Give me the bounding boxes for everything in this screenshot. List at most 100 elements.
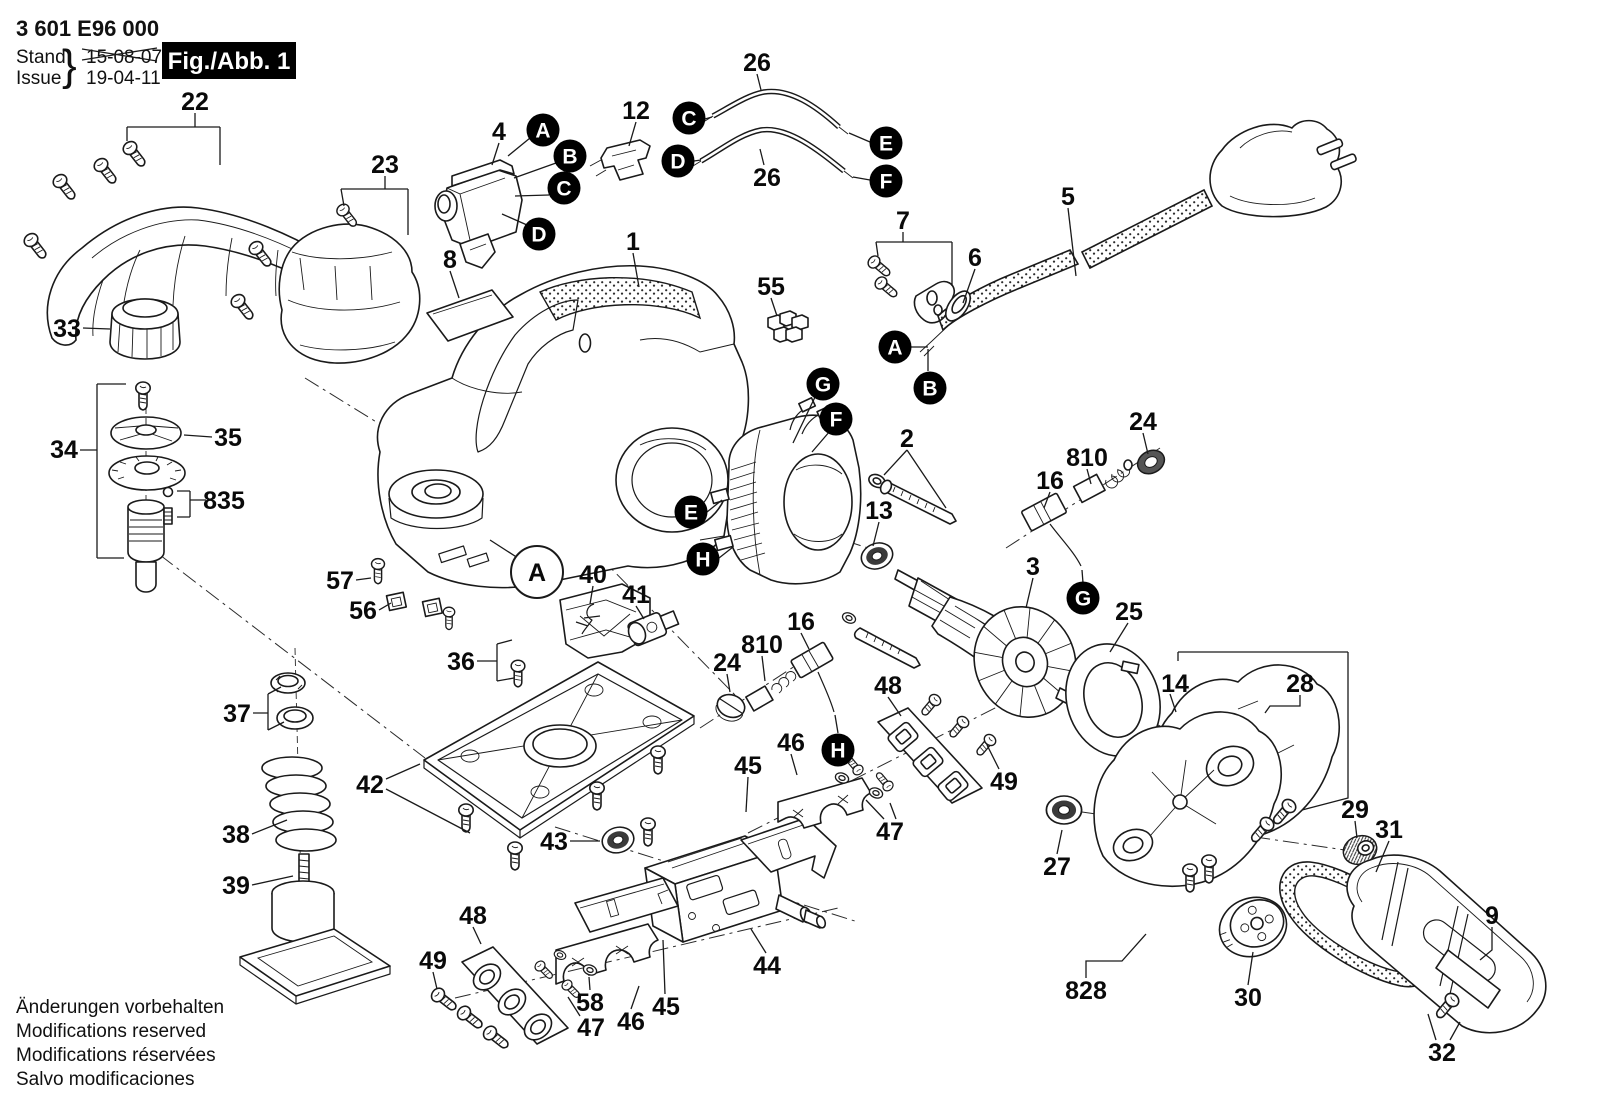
part-label-16-18: 16 xyxy=(1036,467,1064,495)
svg-text:F: F xyxy=(880,171,893,194)
part-55-terminal xyxy=(767,310,809,343)
part-stator xyxy=(709,396,862,585)
part-label-46-48: 46 xyxy=(617,1008,645,1036)
issue-label: Issue xyxy=(16,68,61,89)
part-label-835-15: 835 xyxy=(203,487,245,515)
footer-line-fr: Modifications réservées xyxy=(16,1045,216,1066)
svg-text:C: C xyxy=(556,178,571,201)
part-56-nut xyxy=(385,591,444,618)
part-25-air-guide xyxy=(1065,643,1161,757)
part-40-spring-clip xyxy=(575,603,601,635)
parts-drawing xyxy=(20,88,1547,1054)
part-label-828-51: 828 xyxy=(1065,977,1107,1005)
part-label-43-42: 43 xyxy=(540,828,568,856)
part-49-screw xyxy=(945,713,972,741)
svg-text:D: D xyxy=(670,151,685,174)
part-label-58-46: 58 xyxy=(576,989,604,1017)
footer-line-en: Modifications reserved xyxy=(16,1021,206,1042)
part-26-wires xyxy=(692,88,854,179)
part-8-label xyxy=(426,289,514,342)
part-46-blade-clamp-right xyxy=(777,777,872,829)
part-9-sticker xyxy=(1435,949,1501,1009)
part-label-48-44: 48 xyxy=(459,902,487,930)
part-38-spring xyxy=(261,756,337,852)
part-37-washers xyxy=(270,672,314,730)
svg-text:G: G xyxy=(815,374,831,397)
part-label-56-26: 56 xyxy=(349,597,377,625)
part-label-810-19: 810 xyxy=(1066,444,1108,472)
washer-icon xyxy=(867,785,885,801)
svg-text:E: E xyxy=(684,502,698,525)
callout-A-0: A xyxy=(526,113,560,147)
part-46-blade-clamp xyxy=(555,923,659,985)
part-49-screw xyxy=(428,984,461,1016)
svg-text:H: H xyxy=(695,549,710,572)
part-16-brush-holder-upper xyxy=(1021,492,1082,567)
part-label-49-45: 49 xyxy=(419,947,447,975)
part-810-brush-lower xyxy=(745,671,797,712)
part-label-37-30: 37 xyxy=(223,700,251,728)
part-2-screw xyxy=(840,471,957,669)
part-47-screw xyxy=(532,958,557,983)
callout-A-8: A xyxy=(878,330,912,364)
callout-C-4: C xyxy=(672,101,706,135)
part-48-pressure-plate xyxy=(461,946,569,1045)
svg-text:D: D xyxy=(531,224,546,247)
part-label-47-40: 47 xyxy=(876,818,904,846)
part-label-45-37: 45 xyxy=(734,752,762,780)
part-label-27-50: 27 xyxy=(1043,853,1071,881)
part-27-bearing xyxy=(1045,795,1083,825)
callout-H-13: H xyxy=(686,542,720,576)
part-label-42-31: 42 xyxy=(356,771,384,799)
part-label-5-6: 5 xyxy=(1061,183,1075,211)
footer-notes: Änderungen vorbehalten Modifications res… xyxy=(16,997,224,1090)
doc-part-number: 3 601 E96 000 xyxy=(16,16,159,41)
callout-E-5: E xyxy=(869,126,903,160)
stand-label: Stand xyxy=(16,47,66,68)
screw-icon xyxy=(588,781,606,811)
svg-text:H: H xyxy=(830,740,845,763)
screw-icon xyxy=(20,230,52,263)
part-label-48-39: 48 xyxy=(874,672,902,700)
part-label-13-17: 13 xyxy=(865,497,893,525)
part-label-44-43: 44 xyxy=(753,952,781,980)
part-49-screw xyxy=(917,691,944,719)
part-label-24-20: 24 xyxy=(1129,408,1157,436)
part-label-22-0: 22 xyxy=(181,88,209,116)
callout-G-10: G xyxy=(806,367,840,401)
part-label-9-56: 9 xyxy=(1485,902,1499,930)
part-label-57-25: 57 xyxy=(326,567,354,595)
footer-line-es: Salvo modificaciones xyxy=(16,1069,194,1090)
strikethrough-lines xyxy=(81,47,158,62)
part-41-adjuster xyxy=(627,610,680,647)
callout-A-16: A xyxy=(510,545,564,599)
part-label-36-27: 36 xyxy=(447,648,475,676)
part-label-45-49: 45 xyxy=(652,993,680,1021)
part-29-pulley-small xyxy=(1342,834,1378,866)
svg-text:A: A xyxy=(535,120,550,143)
part-label-34-13: 34 xyxy=(50,436,78,464)
part-label-24-34: 24 xyxy=(713,649,741,677)
callout-D-3: D xyxy=(522,217,556,251)
part-24-cap-upper xyxy=(1136,449,1166,475)
part-43-bearing xyxy=(598,822,638,858)
part-label-2-16: 2 xyxy=(900,425,914,453)
brace-glyph: } xyxy=(62,41,77,90)
part-45-blade xyxy=(574,877,679,933)
part-label-12-3: 12 xyxy=(622,97,650,125)
figure-label-box xyxy=(162,42,296,79)
part-label-31-54: 31 xyxy=(1375,816,1403,844)
screw-icon xyxy=(871,273,902,302)
power-cord xyxy=(919,119,1357,357)
part-label-26-5: 26 xyxy=(753,164,781,192)
part-label-47-47: 47 xyxy=(577,1014,605,1042)
part-label-7-8: 7 xyxy=(896,207,910,235)
part-label-26-4: 26 xyxy=(743,49,771,77)
svg-text:G: G xyxy=(1075,588,1091,611)
part-12-contact xyxy=(589,139,651,181)
part-label-39-33: 39 xyxy=(222,872,250,900)
part-label-49-41: 49 xyxy=(990,768,1018,796)
part-30-pulley-large xyxy=(1218,896,1288,958)
callout-H-15: H xyxy=(821,733,855,767)
part-13-bearing xyxy=(856,537,898,575)
